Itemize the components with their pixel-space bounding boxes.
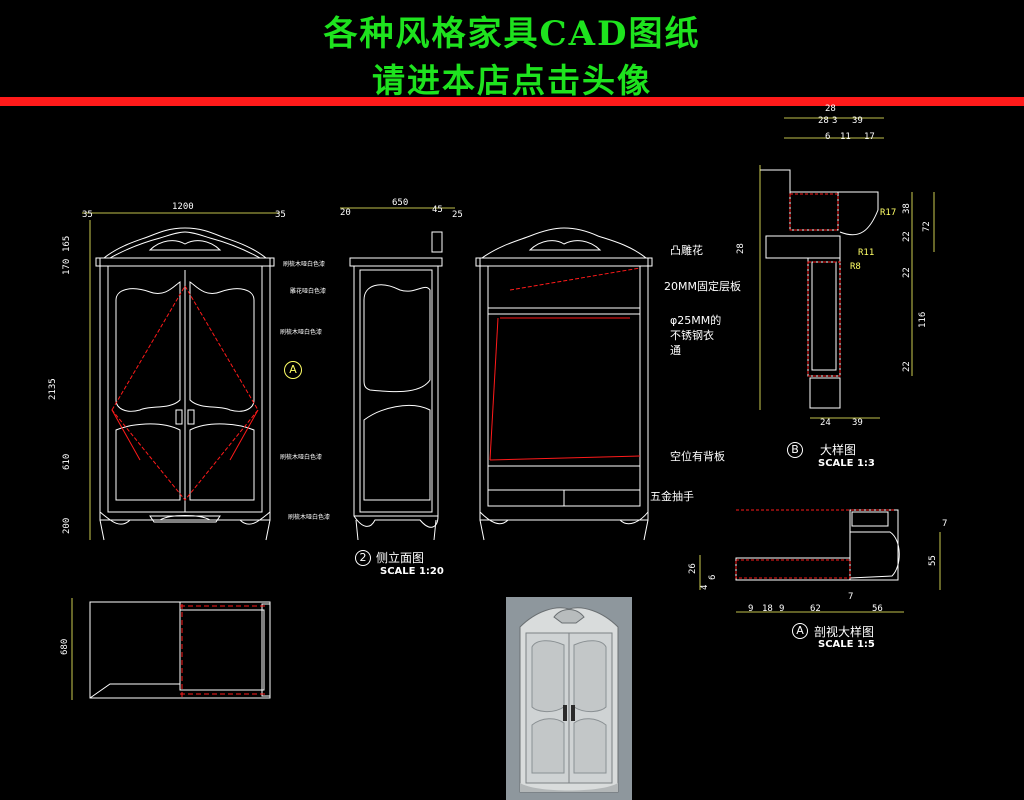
side-view-number: 2 <box>355 550 371 566</box>
detail-a-dim-right-1: 7 <box>942 519 948 529</box>
detail-b-radius-3: R8 <box>850 262 861 272</box>
detail-a-dim-bottom-6: 56 <box>872 604 883 614</box>
interior-callout-rail-2: 不锈钢衣 <box>670 329 714 342</box>
interior-callout-shelf: 20MM固定层板 <box>664 280 741 293</box>
front-dim-left-4: 610 <box>62 453 72 470</box>
detail-a-dim-bottom-5: 7 <box>848 592 854 602</box>
detail-a-dim-left-3: 6 <box>708 574 718 580</box>
side-elevation-wardrobe <box>349 231 443 541</box>
detail-b-dim-bottom-1: 24 <box>820 418 831 428</box>
red-divider-bar <box>0 97 1024 106</box>
detail-b-dim-top-2: 3 <box>832 116 838 126</box>
detail-b-dim-right-6: 22 <box>902 361 912 372</box>
front-callout-1: 刷梳木哑白色漆 <box>283 261 326 268</box>
wardrobe-photo <box>506 597 632 800</box>
detail-b-drawing <box>760 169 879 409</box>
detail-b-dim-top-1: 28 <box>818 116 829 126</box>
detail-a-dim-bottom-1: 9 <box>748 604 754 614</box>
banner-title-line2: 请进本店点击头像 <box>372 61 652 100</box>
detail-a-dim-right-2: 55 <box>928 555 938 566</box>
front-dim-left-3: 2135 <box>48 378 58 400</box>
interior-callout-rail-1: φ25MM的 <box>670 314 722 327</box>
front-dim-left-5: 200 <box>62 517 72 534</box>
detail-a-dim-left-1: 26 <box>688 563 698 574</box>
section-marker-a: A <box>284 361 302 379</box>
detail-b-radius-2: R11 <box>858 248 875 258</box>
detail-a-label: 剖视大样图 <box>814 625 875 639</box>
banner-title-line1: 各种风格家具CAD图纸 <box>323 14 701 54</box>
title-banner: 各种风格家具CAD图纸 请进本店点击头像 <box>0 0 1024 100</box>
plan-dim-depth: 680 <box>60 638 70 655</box>
front-callout-5: 刷梳木哑白色漆 <box>288 514 331 521</box>
detail-a-dim-left-2: 4 <box>700 584 710 590</box>
interior-callout-carving: 凸雕花 <box>670 244 703 257</box>
front-callout-3: 刷梳木哑白色漆 <box>280 329 323 336</box>
detail-b-dim-left: 28 <box>736 243 746 254</box>
detail-b-dim-top-0: 28 <box>825 104 836 114</box>
detail-b-marker: B <box>787 442 803 458</box>
detail-a-drawing <box>735 509 900 581</box>
plan-view-wardrobe <box>89 601 271 699</box>
interior-callout-rail-3: 通 <box>670 344 681 357</box>
detail-a-dim-bottom-2: 18 <box>762 604 773 614</box>
detail-b-dim-right-4: 22 <box>902 267 912 278</box>
detail-b-dim-right-2: 22 <box>902 231 912 242</box>
detail-a-scale: SCALE 1:5 <box>818 639 875 650</box>
detail-b-dim-top-4: 6 <box>825 132 831 142</box>
detail-b-dim-right-5: 116 <box>918 311 928 328</box>
front-callout-4: 刷梳木哑白色漆 <box>280 454 323 461</box>
detail-b-dim-top-5: 11 <box>840 132 851 142</box>
side-dim-top-1: 20 <box>340 208 351 218</box>
side-view-scale: SCALE 1:20 <box>380 566 444 577</box>
front-dim-top-1: 35 <box>82 210 93 220</box>
interior-callout-backboard: 空位有背板 <box>670 450 725 463</box>
detail-b-dim-right-3: 72 <box>922 221 932 232</box>
detail-b-scale: SCALE 1:3 <box>818 458 875 469</box>
wardrobe-photo-image <box>506 597 632 800</box>
detail-b-dim-top-6: 17 <box>864 132 875 142</box>
side-dim-top-2: 650 <box>392 198 409 208</box>
detail-b-label: 大样图 <box>820 443 857 457</box>
interior-callout-handle: 五金抽手 <box>650 490 694 503</box>
side-dim-top-3: 45 <box>432 205 443 215</box>
front-dim-top-3: 35 <box>275 210 286 220</box>
detail-b-dim-right-1: 38 <box>902 203 912 214</box>
front-elevation-wardrobe <box>95 227 275 541</box>
detail-a-dim-bottom-4: 62 <box>810 604 821 614</box>
detail-a-marker: A <box>792 623 808 639</box>
detail-b-dim-top-3: 39 <box>852 116 863 126</box>
detail-b-radius-1: R17 <box>880 208 897 218</box>
interior-elevation-wardrobe <box>475 227 653 541</box>
front-dim-top-2: 1200 <box>172 202 194 212</box>
front-dim-left-2: 170 <box>62 258 72 275</box>
detail-b-dim-bottom-2: 39 <box>852 418 863 428</box>
side-view-label: 侧立面图 <box>376 551 425 565</box>
front-callout-2: 雕花哑白色漆 <box>290 288 327 295</box>
front-dim-left-1: 165 <box>62 235 72 252</box>
detail-a-dim-bottom-3: 9 <box>779 604 785 614</box>
side-dim-top-4: 25 <box>452 210 463 220</box>
